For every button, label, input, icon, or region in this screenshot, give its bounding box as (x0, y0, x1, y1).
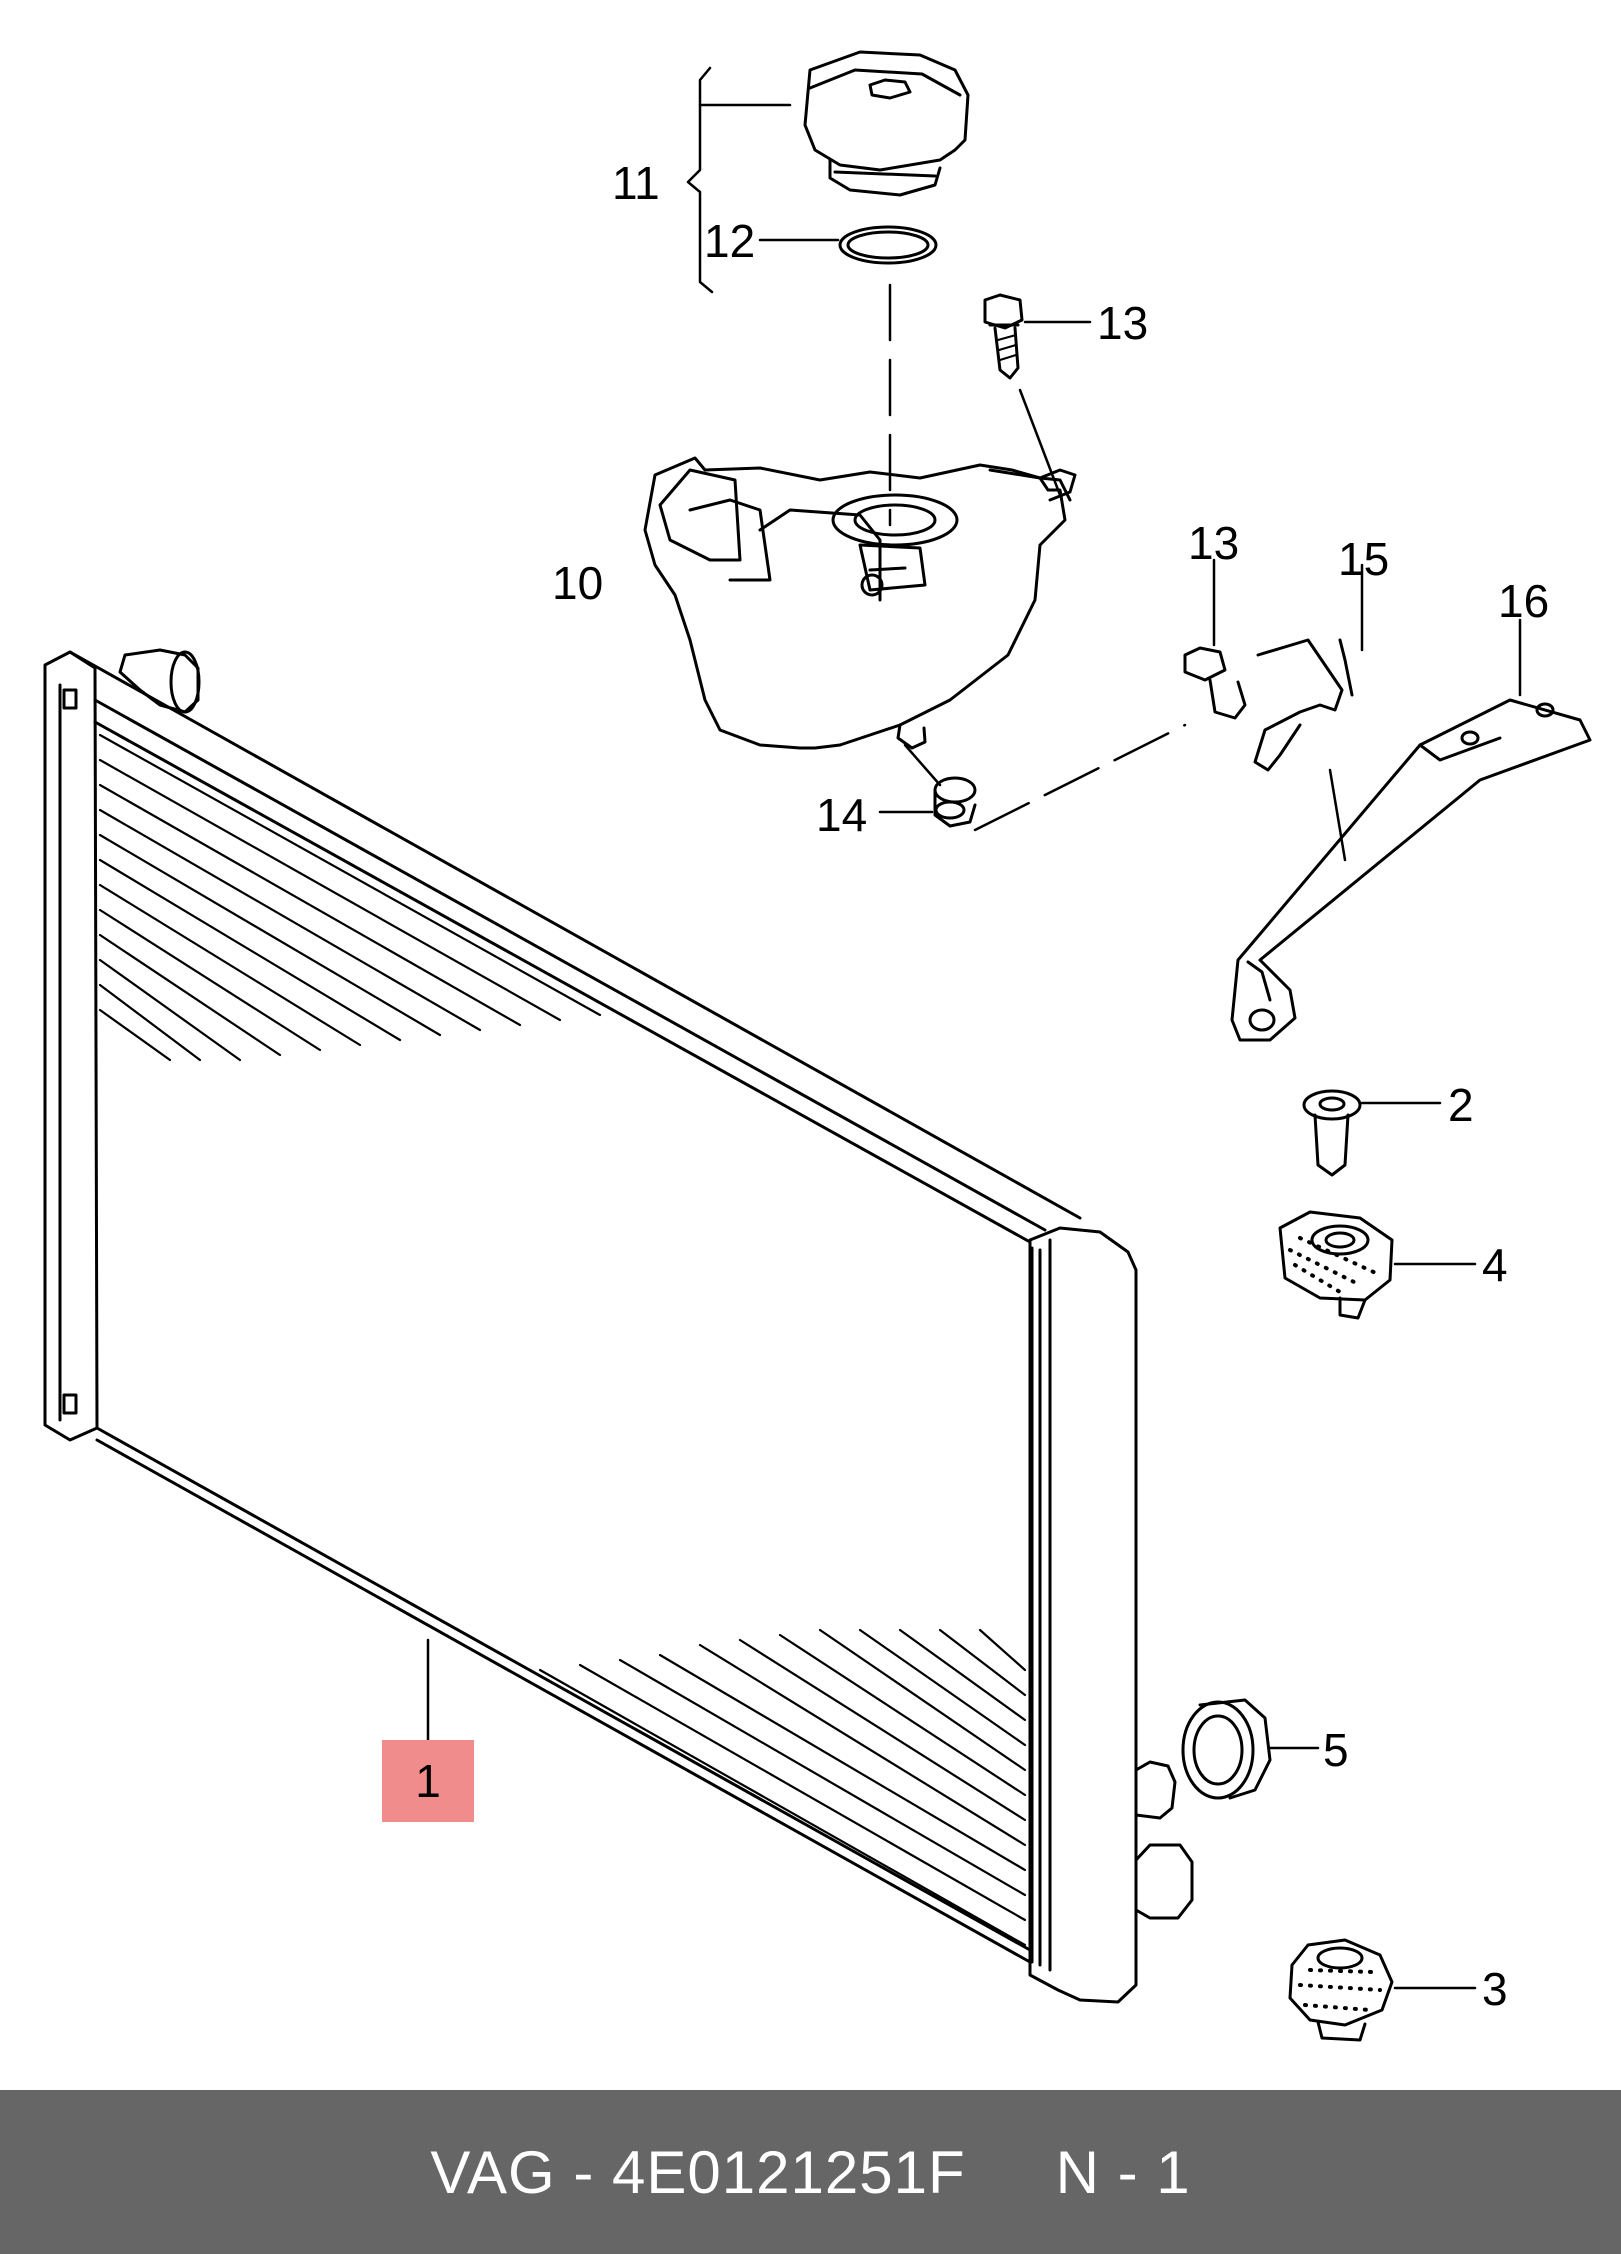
bracket-part-15 (1253, 563, 1364, 772)
callout-11[interactable]: 11 (612, 157, 660, 209)
rubber-mount-part-3 (1288, 1938, 1477, 2042)
footer-separator: - (573, 2138, 595, 2206)
callout-4[interactable]: 4 (1482, 1239, 1508, 1291)
expansion-tank-part-10 (643, 456, 1077, 750)
rubber-mount-part-4 (1278, 1210, 1477, 1320)
radiator-upper-outlet (1134, 1760, 1177, 1820)
parts-diagram (43, 50, 1592, 2042)
radiator-fins-upper (98, 733, 602, 1062)
radiator-lower-outlet (1134, 1843, 1194, 1920)
bolt-part-13-upper (983, 293, 1092, 497)
callout-2[interactable]: 2 (1448, 1079, 1474, 1131)
callout-1[interactable]: 1 (382, 1740, 474, 1822)
radiator-fins-lower (538, 1628, 1027, 1947)
footer-part-number: 4E0121251F (611, 2138, 966, 2206)
pin-part-2 (1302, 1089, 1442, 1177)
callout-13-lower[interactable]: 13 (1188, 517, 1240, 569)
callout-12[interactable]: 12 (704, 215, 756, 267)
radiator-part-1 (43, 648, 1194, 2004)
footer-brand: VAG (430, 2138, 556, 2206)
grommet-part-14 (878, 723, 1187, 832)
bolt-part-13-lower (1183, 558, 1247, 720)
grommet-part-5 (1181, 1698, 1320, 1800)
callout-16[interactable]: 16 (1498, 575, 1550, 627)
footer-page-ref: N - 1 (1055, 2138, 1191, 2206)
callout-10[interactable]: 10 (552, 557, 604, 609)
radiator-left-tank (43, 650, 99, 1442)
o-ring-part-12 (758, 225, 938, 265)
callout-13-upper[interactable]: 13 (1097, 297, 1149, 349)
callout-5[interactable]: 5 (1323, 1724, 1349, 1776)
callout-3[interactable]: 3 (1482, 1963, 1508, 2015)
callout-14[interactable]: 14 (816, 789, 868, 841)
callout-15[interactable]: 15 (1338, 533, 1390, 585)
radiator-right-tank (1028, 1226, 1138, 2004)
bracket-part-16 (1230, 618, 1592, 1042)
part-number-footer: VAG - 4E0121251F N - 1 (0, 2090, 1621, 2254)
filler-cap-part-11 (686, 50, 970, 294)
